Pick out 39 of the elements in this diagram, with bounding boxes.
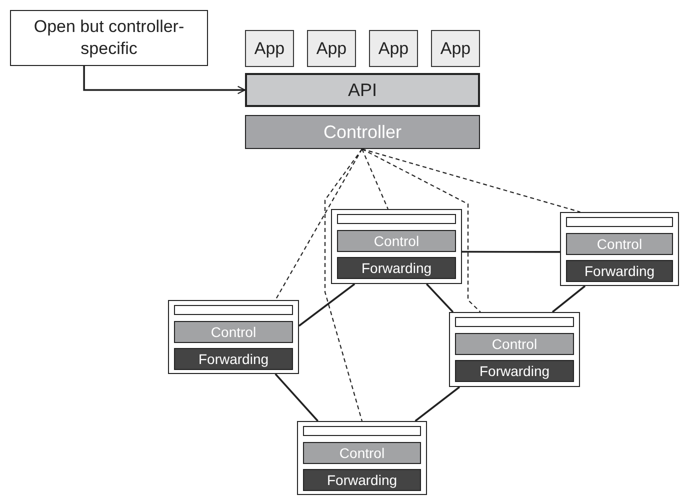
app-box: App xyxy=(307,30,356,67)
control-plane-box: Control xyxy=(337,230,456,252)
switch-box xyxy=(331,209,462,284)
control-plane-box: Control xyxy=(174,321,293,343)
link-line xyxy=(462,250,560,253)
switch-box xyxy=(297,421,427,495)
dashed-link xyxy=(362,148,481,312)
controller-box: Controller xyxy=(245,115,480,149)
switch-header-bar xyxy=(455,317,574,327)
link-line xyxy=(552,285,586,313)
forwarding-plane-box: Forwarding xyxy=(455,360,574,382)
app-box: App xyxy=(431,30,480,67)
dashed-link xyxy=(362,148,580,213)
forwarding-plane-box: Forwarding xyxy=(566,260,673,282)
control-plane-box: Control xyxy=(455,333,574,355)
switch-box xyxy=(449,312,580,387)
link-line xyxy=(414,386,460,422)
arrow xyxy=(83,66,246,94)
control-plane-box: Control xyxy=(303,442,421,464)
dashed-link xyxy=(324,148,363,422)
api-layer: API xyxy=(245,73,480,107)
link-line xyxy=(426,283,454,313)
forwarding-plane-box: Forwarding xyxy=(337,257,456,279)
control-plane-box: Control xyxy=(566,233,673,255)
forwarding-plane-box: Forwarding xyxy=(303,469,421,491)
link-line xyxy=(274,373,318,422)
dashed-link xyxy=(274,148,362,300)
forwarding-plane-box: Forwarding xyxy=(174,348,293,370)
app-box: App xyxy=(245,30,294,67)
switch-header-bar xyxy=(337,214,456,224)
dashed-link xyxy=(362,148,388,210)
app-box: App xyxy=(369,30,418,67)
switch-box xyxy=(168,300,299,374)
switch-header-bar xyxy=(566,217,673,227)
note-box: Open but controller-specific xyxy=(10,10,208,66)
switch-header-bar xyxy=(174,305,293,315)
switch-box xyxy=(560,212,679,286)
link-line xyxy=(298,283,356,327)
switch-header-bar xyxy=(303,426,421,436)
